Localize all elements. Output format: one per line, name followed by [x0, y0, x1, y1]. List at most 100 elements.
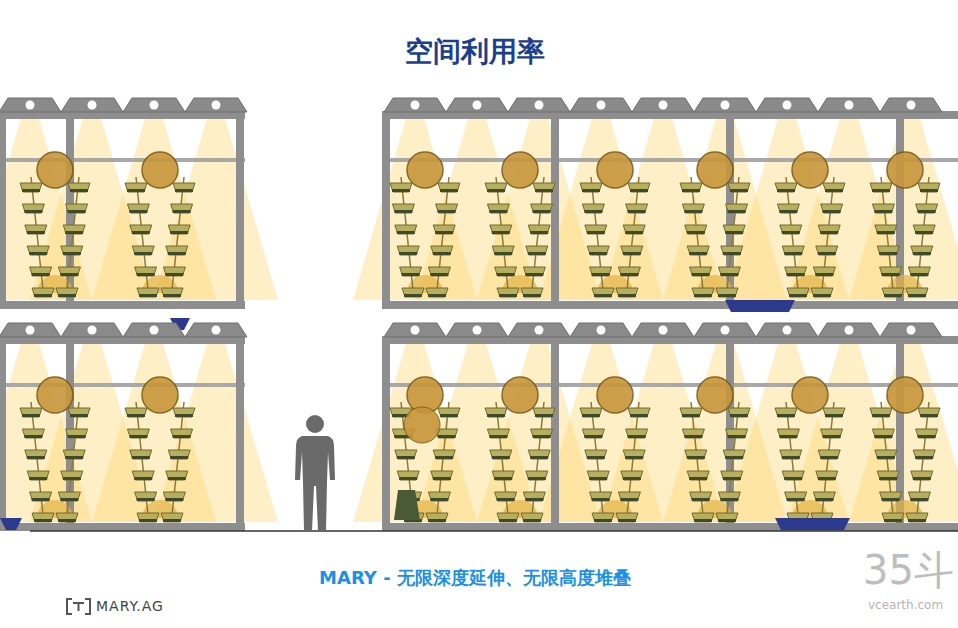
grow-tray: [875, 450, 897, 459]
tray-base: [620, 498, 638, 501]
tray-base: [394, 210, 412, 213]
grow-tray: [580, 408, 602, 417]
title: 空间利用率: [0, 33, 954, 71]
rack-beam: [383, 158, 958, 162]
blue-tray: [725, 300, 795, 312]
lamp-bulb: [473, 326, 482, 335]
tray-base: [630, 189, 648, 192]
lamp-bulb: [88, 101, 97, 110]
grow-tray: [161, 513, 183, 522]
tray-base: [823, 210, 841, 213]
tray-base: [68, 435, 86, 438]
tray-base: [489, 210, 507, 213]
caption: MARY - 无限深度延伸、无限高度堆叠: [0, 566, 954, 590]
grow-tray: [392, 204, 414, 213]
tray-base: [29, 252, 47, 255]
grow-tray: [168, 450, 190, 459]
tray-base: [687, 456, 705, 459]
grow-tray: [492, 471, 514, 480]
tray-base: [725, 231, 743, 234]
lamp-fixture: [446, 98, 508, 112]
tray-base: [918, 210, 936, 213]
grow-tray: [718, 492, 740, 501]
grow-tray: [521, 513, 543, 522]
grow-tray: [692, 513, 714, 522]
grow-tray: [775, 183, 797, 192]
grow-tray: [68, 183, 90, 192]
grow-tray: [161, 288, 183, 297]
grow-tray: [813, 267, 835, 276]
grow-tray: [490, 225, 512, 234]
grow-tray: [623, 450, 645, 459]
grow-tray: [497, 288, 519, 297]
tray-base: [823, 435, 841, 438]
lamp-bulb: [411, 101, 420, 110]
tray-base: [628, 210, 646, 213]
tray-base: [165, 498, 183, 501]
grow-tray: [27, 471, 49, 480]
tray-base: [499, 519, 517, 522]
tray-base: [620, 273, 638, 276]
grow-tray: [906, 288, 928, 297]
grow-tray: [402, 288, 424, 297]
grow-tray: [390, 183, 412, 192]
tray-base: [58, 294, 76, 297]
grow-tray: [908, 267, 930, 276]
lamp-bulb: [212, 101, 221, 110]
tray-base: [720, 498, 738, 501]
tray-base: [592, 273, 610, 276]
grow-tray: [135, 267, 157, 276]
tray-base: [787, 498, 805, 501]
tray-base: [684, 210, 702, 213]
grow-tray: [687, 471, 709, 480]
grow-tray: [32, 513, 54, 522]
tray-base: [397, 231, 415, 234]
grow-tray: [127, 204, 149, 213]
grow-tray: [621, 246, 643, 255]
grow-tray: [618, 492, 640, 501]
grow-tray: [27, 246, 49, 255]
rack-post: [0, 111, 6, 309]
tray-base: [173, 210, 191, 213]
tray-base: [692, 273, 710, 276]
lamp-fixture: [570, 323, 632, 337]
grow-tray: [487, 204, 509, 213]
grow-tray: [723, 225, 745, 234]
grow-tray: [426, 288, 448, 297]
tray-base: [879, 477, 897, 480]
grow-tray: [785, 492, 807, 501]
tray-base: [684, 435, 702, 438]
grow-tray: [171, 204, 193, 213]
grow-tray: [690, 267, 712, 276]
logo-icon: [67, 599, 90, 614]
tray-base: [63, 477, 81, 480]
grow-tray: [428, 267, 450, 276]
lamp-bulb: [473, 101, 482, 110]
rack-beam: [383, 523, 958, 531]
tray-base: [60, 273, 78, 276]
grow-tray: [20, 183, 42, 192]
tray-base: [915, 231, 933, 234]
grow-tray: [395, 225, 417, 234]
tray-base: [625, 456, 643, 459]
tray-base: [920, 414, 938, 417]
grow-tray: [56, 513, 78, 522]
tray-base: [530, 456, 548, 459]
tray-base: [430, 273, 448, 276]
tray-base: [584, 435, 602, 438]
tray-base: [882, 498, 900, 501]
tray-base: [625, 231, 643, 234]
grow-tray: [125, 408, 147, 417]
grow-tray: [22, 204, 44, 213]
tray-base: [820, 231, 838, 234]
grow-tray: [723, 450, 745, 459]
grow-tray: [882, 288, 904, 297]
tray-base: [32, 273, 50, 276]
grow-tray: [61, 246, 83, 255]
lamp-bulb: [721, 326, 730, 335]
tray-base: [628, 435, 646, 438]
tray-base: [582, 414, 600, 417]
lamp-fixture: [384, 323, 446, 337]
grow-tray: [590, 492, 612, 501]
grow-tray: [882, 513, 904, 522]
